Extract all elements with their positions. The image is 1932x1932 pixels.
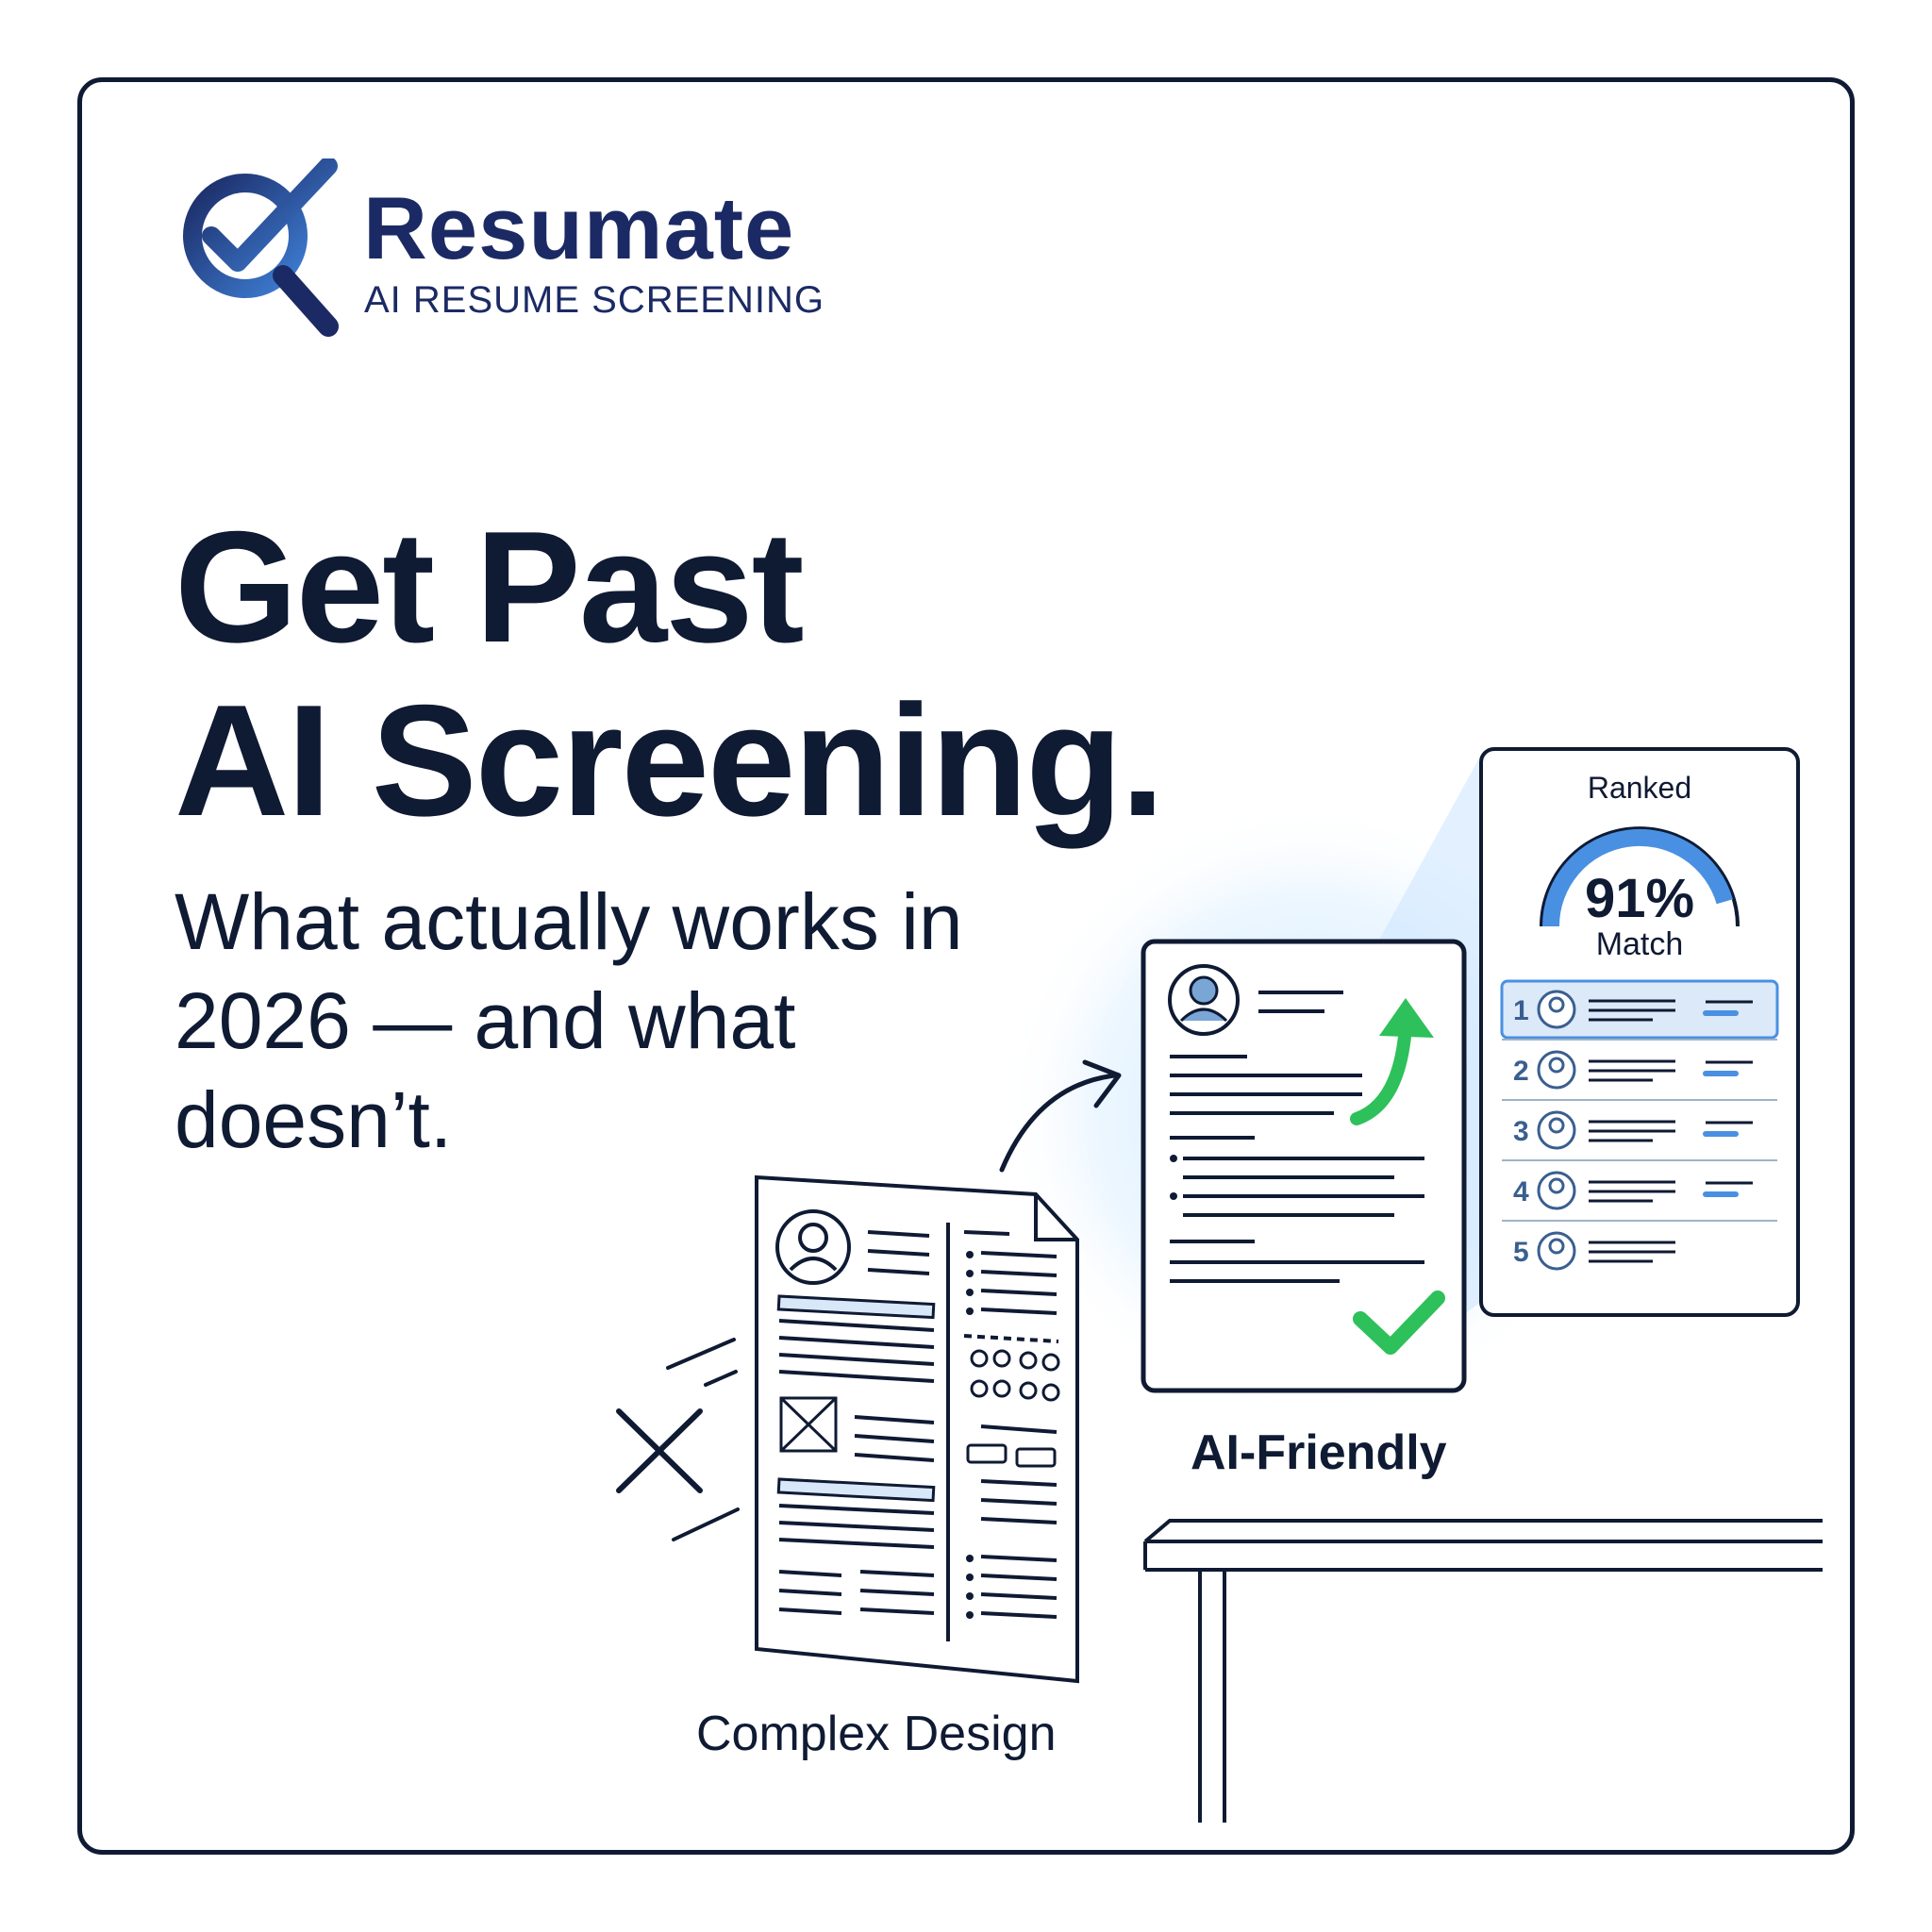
transition-arrow-icon (999, 1073, 1118, 1173)
headline-line-1: Get Past (175, 498, 805, 675)
subheadline: What actually works in 2026 — and what d… (175, 877, 963, 1164)
rank-number: 5 (1513, 1237, 1529, 1268)
candidate-avatar-icon (1537, 1231, 1576, 1271)
candidate-avatar-icon (1537, 1110, 1576, 1150)
candidate-avatar-icon (1537, 1171, 1576, 1210)
rank-number: 4 (1513, 1176, 1529, 1208)
headline: Get Past AI Screening. (175, 498, 1165, 849)
brand-tagline: AI RESUME SCREENING (364, 279, 824, 321)
desk (1143, 1519, 1823, 1823)
candidate-avatar-icon (1537, 990, 1576, 1029)
match-gauge-fill (1542, 828, 1733, 927)
rank-row: 4 (1502, 1171, 1777, 1222)
brand-name: Resumate (363, 178, 795, 277)
complex-design-label: Complex Design (696, 1707, 1057, 1761)
rank-number: 3 (1513, 1116, 1529, 1147)
up-arrow-icon (1350, 1020, 1412, 1125)
ai-friendly-resume (1141, 939, 1467, 1393)
magnifier-check-icon (183, 158, 339, 337)
reject-x-icon (616, 1408, 703, 1493)
ai-friendly-label: AI-Friendly (1191, 1425, 1447, 1480)
motion-lines (666, 1338, 740, 1541)
ranked-title: Ranked (1588, 771, 1691, 805)
rank-row: 5 (1513, 1231, 1675, 1271)
rank-row: 1 (1502, 990, 1777, 1041)
check-icon (1353, 1291, 1445, 1355)
match-percent: 91% (1585, 868, 1694, 929)
match-gauge-track (1540, 826, 1740, 927)
ranked-panel: Ranked 91% Match 1 2 3 4 5 (1479, 747, 1800, 1317)
match-label: Match (1596, 926, 1684, 962)
rank-number: 1 (1513, 995, 1529, 1026)
rank-number: 2 (1513, 1056, 1529, 1087)
headline-line-2: AI Screening. (175, 672, 1165, 849)
complex-resume (755, 1174, 1079, 1684)
rank-row: 3 (1502, 1110, 1777, 1161)
candidate-avatar-icon (1537, 1050, 1576, 1090)
rank-row: 2 (1502, 1050, 1777, 1101)
